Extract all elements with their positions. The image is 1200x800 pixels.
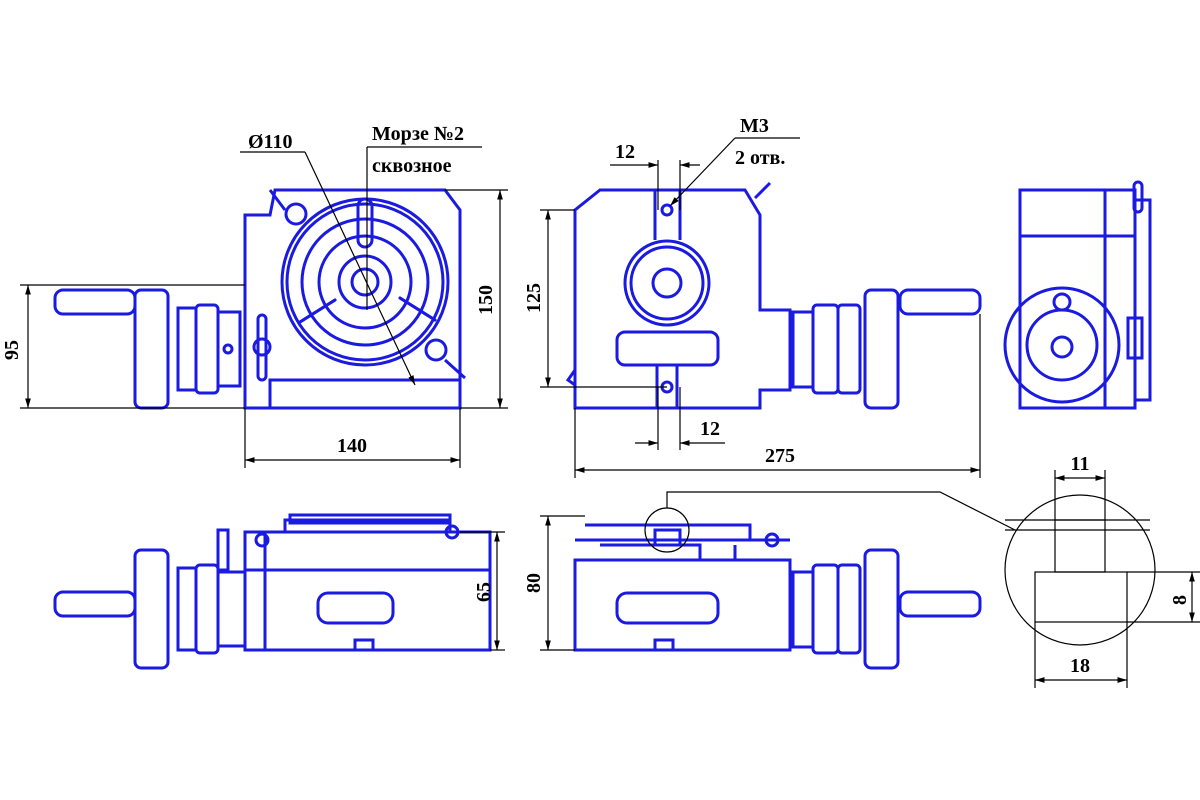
dim-150: 150	[475, 285, 497, 315]
side-view: 125 12 12 M3 2 отв. 275	[523, 115, 982, 478]
front-view: 95 150 140 Ø110 Морзе №2 сквозное	[1, 123, 508, 468]
dim-diameter: Ø110	[248, 131, 292, 153]
morse-label: Морзе №2	[372, 123, 464, 145]
dim-275: 275	[765, 445, 795, 467]
side-handwheel	[791, 288, 982, 410]
holes-label: 2 отв.	[735, 147, 785, 169]
dim-8: 8	[1169, 595, 1191, 605]
dim-18: 18	[1070, 655, 1090, 677]
dim-125: 125	[523, 283, 545, 313]
detail-view: 11 8 18	[1004, 453, 1200, 688]
thread-label: M3	[740, 115, 769, 137]
through-label: сквозное	[372, 155, 452, 177]
dim-95: 95	[1, 340, 23, 360]
bottom-left-view: 65	[53, 513, 505, 670]
dim-80: 80	[523, 573, 545, 593]
dim-140: 140	[337, 435, 367, 457]
front-handwheel	[53, 288, 272, 410]
dim-12-top: 12	[615, 141, 635, 163]
dim-11: 11	[1071, 453, 1090, 475]
right-view	[1003, 180, 1152, 410]
dim-65: 65	[473, 582, 495, 602]
bottom-right-view: 80	[523, 491, 1016, 670]
dim-12-bottom: 12	[700, 418, 720, 440]
rotary-table	[280, 197, 450, 367]
